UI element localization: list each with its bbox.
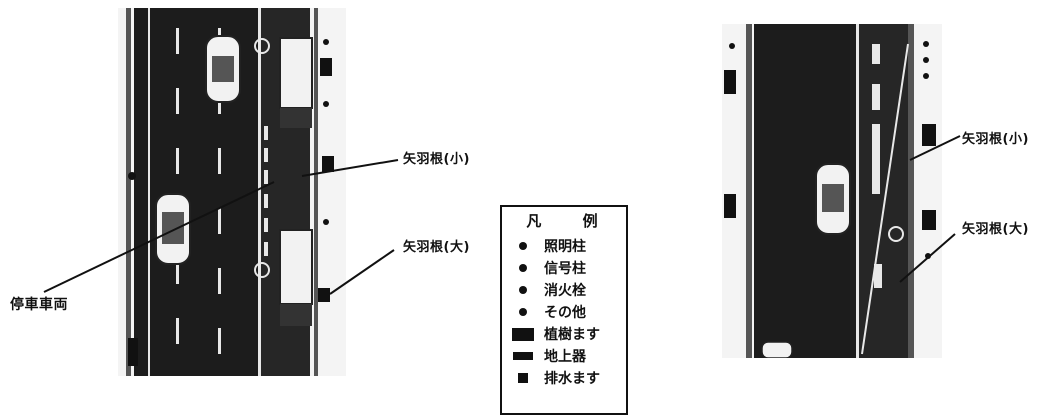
legend-item-other: その他 xyxy=(508,301,620,323)
parked-vehicle xyxy=(155,193,191,265)
filled-rectangle-icon xyxy=(512,327,534,341)
left-road-plan xyxy=(118,8,346,376)
legend-label: 植樹ます xyxy=(544,327,600,343)
right-road-plan xyxy=(722,24,942,358)
dot-icon xyxy=(519,286,527,294)
vehicle-center xyxy=(815,163,851,235)
legend-label: 照明柱 xyxy=(544,239,586,255)
legend-label: 排水ます xyxy=(544,371,600,387)
truck-upper xyxy=(279,37,313,128)
legend-label: 地上器 xyxy=(544,349,586,365)
truck-lower xyxy=(279,229,313,326)
legend-box: 凡 例 照明柱 信号柱 消火栓 その他 植樹ます 地上器 排水ます xyxy=(500,205,628,415)
dot-icon xyxy=(519,308,527,316)
legend-item-lighting-pole: 照明柱 xyxy=(508,235,620,257)
label-small-arrow-right: 矢羽根(小) xyxy=(962,132,1029,147)
legend-label: 消火栓 xyxy=(544,283,586,299)
vehicle-top xyxy=(205,35,241,103)
label-large-arrow-left: 矢羽根(大) xyxy=(403,240,470,255)
legend-item-signal-pole: 信号柱 xyxy=(508,257,620,279)
right-road-diagram xyxy=(722,24,942,358)
legend-label: その他 xyxy=(544,305,586,321)
dot-icon xyxy=(519,242,527,250)
legend-item-fire-hydrant: 消火栓 xyxy=(508,279,620,301)
flat-rectangle-icon xyxy=(513,352,533,360)
legend-title: 凡 例 xyxy=(526,212,616,230)
label-small-arrow-left: 矢羽根(小) xyxy=(403,152,470,167)
legend-item-drain-inlet: 排水ます xyxy=(508,367,620,389)
legend-label: 信号柱 xyxy=(544,261,586,277)
left-road-diagram xyxy=(118,8,346,376)
label-large-arrow-right: 矢羽根(大) xyxy=(962,222,1029,237)
legend-item-ground-equipment: 地上器 xyxy=(508,345,620,367)
dot-icon xyxy=(519,264,527,272)
square-icon xyxy=(518,373,528,383)
label-parked-vehicle: 停車車両 xyxy=(10,297,68,313)
legend-item-tree-pit: 植樹ます xyxy=(508,323,620,345)
